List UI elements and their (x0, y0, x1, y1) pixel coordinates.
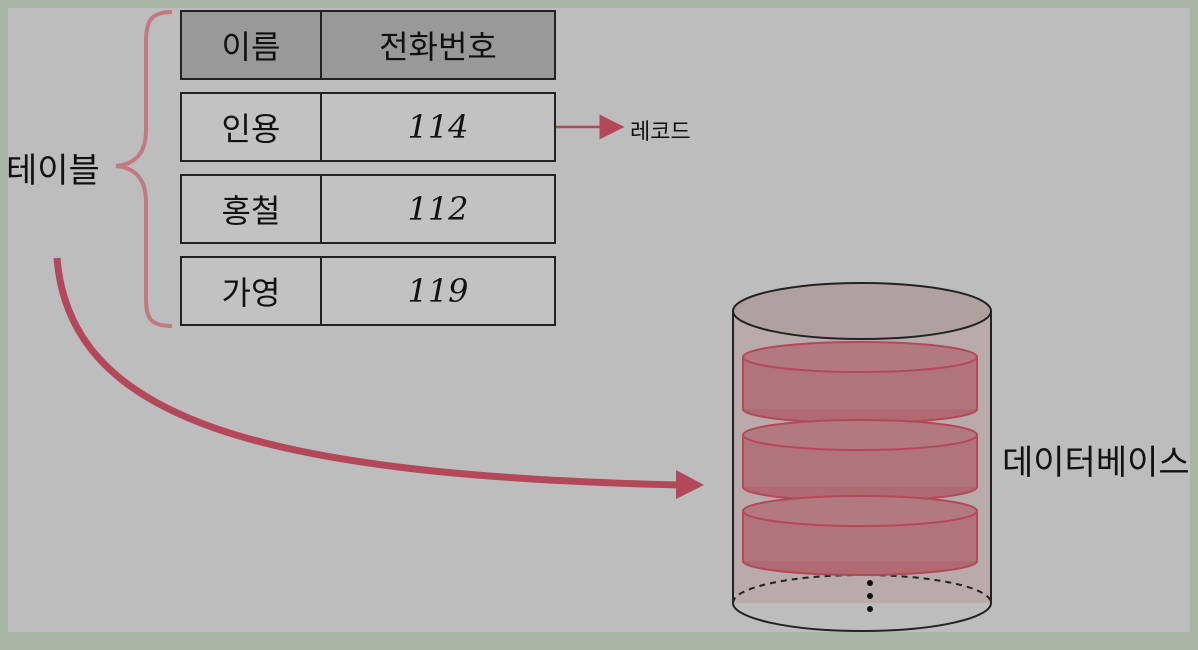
phone-cell: 119 (407, 272, 469, 310)
name-cell: 가영 (182, 258, 322, 324)
record-label: 레코드 (630, 120, 691, 145)
database-cylinder (732, 282, 992, 632)
table-row: 인용 114 (180, 92, 556, 162)
table-label: 테이블 (6, 151, 100, 191)
more-records-dot (867, 606, 873, 612)
header-phone-cell: 전화번호 (379, 28, 497, 66)
more-records-dot (867, 580, 873, 586)
db-record-2 (742, 419, 978, 502)
table-to-database-arrowhead (676, 470, 704, 499)
table-row: 홍철 112 (180, 174, 556, 244)
table-header-row: 이름 전화번호 (180, 10, 556, 80)
header-name-cell: 이름 (182, 12, 322, 78)
table-brace (115, 10, 173, 328)
db-record-3 (742, 495, 978, 576)
phone-cell: 112 (407, 190, 469, 228)
database-label: 데이터베이스 (1002, 443, 1190, 483)
phone-cell: 114 (407, 108, 469, 146)
name-cell: 인용 (182, 94, 322, 160)
db-record-1 (742, 341, 978, 424)
table-to-database-arrow (53, 257, 681, 489)
table-row: 가영 119 (180, 256, 556, 326)
more-records-dot (867, 593, 873, 599)
name-cell: 홍철 (182, 176, 322, 242)
